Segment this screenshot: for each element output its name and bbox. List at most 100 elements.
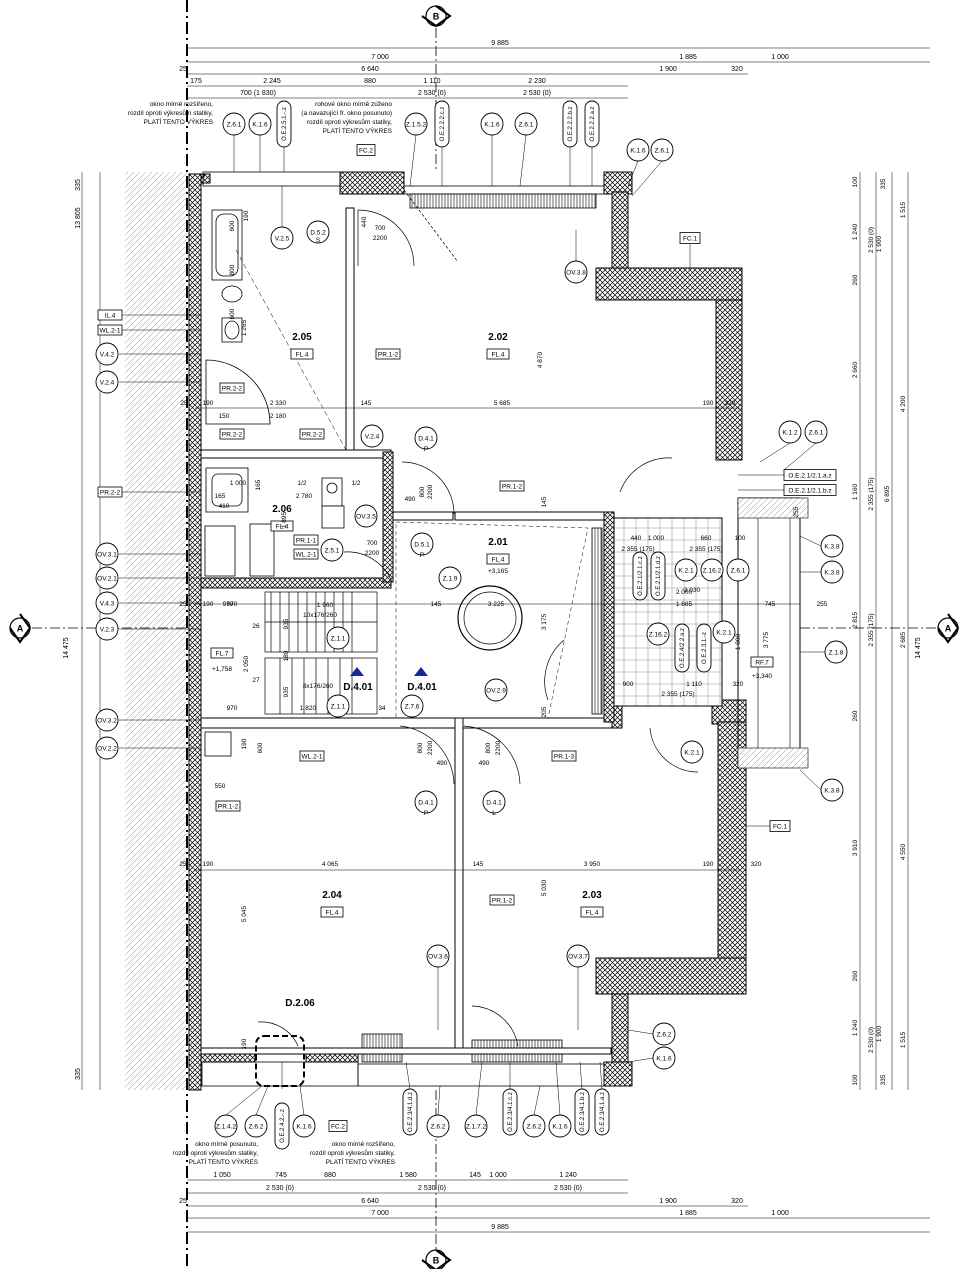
- tag-z76[interactable]: Z.7.6: [400, 694, 424, 718]
- tag-z62-bottom-b[interactable]: Z.6.2: [426, 1114, 450, 1138]
- tag-fc2-top[interactable]: FC.2: [356, 144, 376, 156]
- adjacent-building-hatch: [125, 172, 187, 1090]
- tag-ov29[interactable]: OV.2.9: [484, 678, 508, 702]
- tag-pr13[interactable]: PR.1-3: [551, 750, 577, 762]
- tag-k16-bottom-b[interactable]: K.1.6: [548, 1114, 572, 1138]
- tag-k38-a[interactable]: K.3.8: [820, 534, 844, 558]
- left-tag-1[interactable]: WL.2-1: [97, 324, 123, 336]
- tag-oe2121c[interactable]: O.E.2.1/2.1.c.z: [632, 551, 648, 601]
- tag-pr22-a[interactable]: PR.2-2: [219, 382, 245, 394]
- tag-pr22-b[interactable]: PR.2-2: [219, 428, 245, 440]
- left-tag-4[interactable]: PR.2-2: [97, 486, 123, 498]
- balcony-tag[interactable]: RF.7: [750, 656, 774, 668]
- tag-oe2121d[interactable]: O.E.2.1/2.1.d.z: [650, 551, 666, 601]
- tag-z172-bottom[interactable]: Z.1.7.2: [464, 1114, 488, 1138]
- tag-z61-top-b[interactable]: Z.6.1: [514, 112, 538, 136]
- tag-oe2121b[interactable]: O.E.2.1/2.1.b.z: [783, 484, 837, 496]
- room-floor-tag[interactable]: FL.4: [486, 553, 510, 565]
- room-floor-tag[interactable]: FL.4: [486, 348, 510, 360]
- left-tag-2[interactable]: V.4.2: [95, 342, 119, 366]
- tag-z61-top[interactable]: Z.6.1: [222, 112, 246, 136]
- tag-pr12-c[interactable]: PR.1-2: [215, 800, 241, 812]
- tag-k16-top-b[interactable]: K.1.6: [480, 112, 504, 136]
- tag-pr11[interactable]: PR.1-1: [293, 534, 319, 546]
- tag-ov35[interactable]: OV.3.5: [354, 504, 378, 528]
- tag-z62-right[interactable]: Z.6.2: [652, 1022, 676, 1046]
- tag-v24[interactable]: V.2.4: [360, 424, 384, 448]
- tag-d52[interactable]: D.5.2: [306, 220, 330, 244]
- tag-z162-a[interactable]: Z.16.2: [700, 558, 724, 582]
- tag-oe2121a[interactable]: O.E.2.1/2.1.a.z: [783, 469, 837, 481]
- tag-k38-b[interactable]: K.3.8: [820, 560, 844, 584]
- room-floor-tag[interactable]: FL.4: [320, 906, 344, 918]
- tag-d51[interactable]: D.5.1: [410, 532, 434, 556]
- tag-ov38[interactable]: OV.3.8: [564, 260, 588, 284]
- tag-k21-b[interactable]: K.2.1: [712, 620, 736, 644]
- tag-k21-a[interactable]: K.2.1: [674, 558, 698, 582]
- tag-z61-int[interactable]: Z.6.1: [726, 558, 750, 582]
- tag-fc1-right[interactable]: FC.1: [769, 820, 791, 832]
- tag-oe2341a-bottom[interactable]: O.E.2.3/4.1.a.z: [594, 1088, 610, 1136]
- left-tag-9[interactable]: OV.3.2: [95, 708, 119, 732]
- tag-oe2422a[interactable]: O.E.2.4/2.2.a.z: [674, 623, 690, 673]
- tag-z62-bottom[interactable]: Z.6.2: [244, 1114, 268, 1138]
- tag-z152-top[interactable]: Z.1.5.2: [404, 112, 428, 136]
- tag-oe222a-top[interactable]: O.E.2.2.2.a.z: [584, 100, 600, 148]
- tag-d41-c[interactable]: D.4.1: [482, 790, 506, 814]
- tag-z142-bottom[interactable]: Z.1.4.2: [214, 1114, 238, 1138]
- left-tag-10[interactable]: OV.2.2: [95, 736, 119, 760]
- tag-fc2-bottom[interactable]: FC.2: [328, 1120, 348, 1132]
- section-marker-a-right[interactable]: A: [937, 613, 960, 644]
- tag-z162-b[interactable]: Z.16.2: [646, 622, 670, 646]
- tag-z62-bottom-c[interactable]: Z.6.2: [522, 1114, 546, 1138]
- tag-k16-top[interactable]: K.1.6: [248, 112, 272, 136]
- tag-ov37[interactable]: OV.3.7: [566, 944, 590, 968]
- tag-k16-top-c[interactable]: K.1.6: [626, 138, 650, 162]
- tag-d41-b[interactable]: D.4.1: [414, 790, 438, 814]
- tag-oe242-bottom[interactable]: O.E.2.4.2.-.z: [274, 1102, 290, 1150]
- tag-oe222b-top[interactable]: O.E.2.2.2.b.z: [562, 100, 578, 148]
- tag-wl21-a[interactable]: WL.2-1: [293, 548, 319, 560]
- tag-pr12-d[interactable]: PR.1-2: [489, 894, 515, 906]
- section-marker-a-left[interactable]: A: [9, 613, 32, 644]
- tag-z11-b[interactable]: Z.1.1: [326, 694, 350, 718]
- section-marker-b-bottom[interactable]: B: [421, 1249, 452, 1269]
- left-tag-0[interactable]: IL.4: [97, 309, 123, 321]
- left-tag-5[interactable]: OV.3.1: [95, 542, 119, 566]
- left-tag-6[interactable]: OV.2.1: [95, 566, 119, 590]
- tag-oe2341c-bottom[interactable]: O.E.2.3/4.1.c.z: [502, 1088, 518, 1136]
- tag-d41-a[interactable]: D.4.1: [414, 426, 438, 450]
- tag-pr12-b[interactable]: PR.1-2: [499, 480, 525, 492]
- tag-oe222c-top[interactable]: O.E.2.2.2.c.z: [434, 100, 450, 148]
- tag-ov36[interactable]: OV.3.6: [426, 944, 450, 968]
- tag-oe2231[interactable]: O.E.2.3.1.-z: [696, 623, 712, 673]
- tag-oe2512-top[interactable]: O.E.2.5.1.-.z: [276, 100, 292, 148]
- room-floor-tag[interactable]: FL.4: [270, 520, 294, 532]
- tag-oe2341d-bottom[interactable]: O.E.2.3/4.1.d.z: [402, 1088, 418, 1136]
- tag-pr22-c[interactable]: PR.2-2: [299, 428, 325, 440]
- tag-oe2341b-bottom[interactable]: O.E.2.3/4.1.b.z: [574, 1088, 590, 1136]
- tag-z61-right[interactable]: Z.6.1: [804, 420, 828, 444]
- left-tag-8[interactable]: V.2.3: [95, 617, 119, 641]
- tag-v25[interactable]: V.2.5: [270, 226, 294, 250]
- left-tag-7[interactable]: V.4.3: [95, 591, 119, 615]
- tag-z18[interactable]: Z.1.8: [824, 640, 848, 664]
- left-tag-3[interactable]: V.2.4: [95, 370, 119, 394]
- tag-k38-c[interactable]: K.3.8: [820, 778, 844, 802]
- tag-z19[interactable]: Z.1.9: [438, 566, 462, 590]
- tag-k21-c[interactable]: K.2.1: [680, 740, 704, 764]
- section-marker-b-top[interactable]: B: [421, 5, 452, 28]
- tag-z51[interactable]: Z.5.1: [320, 538, 344, 562]
- room-floor-tag[interactable]: FL.4: [290, 348, 314, 360]
- tag-wl21-b[interactable]: WL.2-1: [299, 750, 325, 762]
- room-floor-tag[interactable]: FL.4: [580, 906, 604, 918]
- tag-pr22-b-label: PR.2-2: [222, 432, 243, 439]
- tag-pr12-a[interactable]: PR.1-2: [375, 348, 401, 360]
- tag-k16-bottom[interactable]: K.1.6: [292, 1114, 316, 1138]
- stair-floor-tag[interactable]: FL.7: [210, 647, 234, 659]
- tag-fc1-top[interactable]: FC.1: [679, 232, 701, 244]
- tag-z11-a[interactable]: Z.1.1: [326, 626, 350, 650]
- tag-k16-right[interactable]: K.1.6: [652, 1046, 676, 1070]
- tag-k12[interactable]: K.1.2: [778, 420, 802, 444]
- tag-z61-top-c[interactable]: Z.6.1: [650, 138, 674, 162]
